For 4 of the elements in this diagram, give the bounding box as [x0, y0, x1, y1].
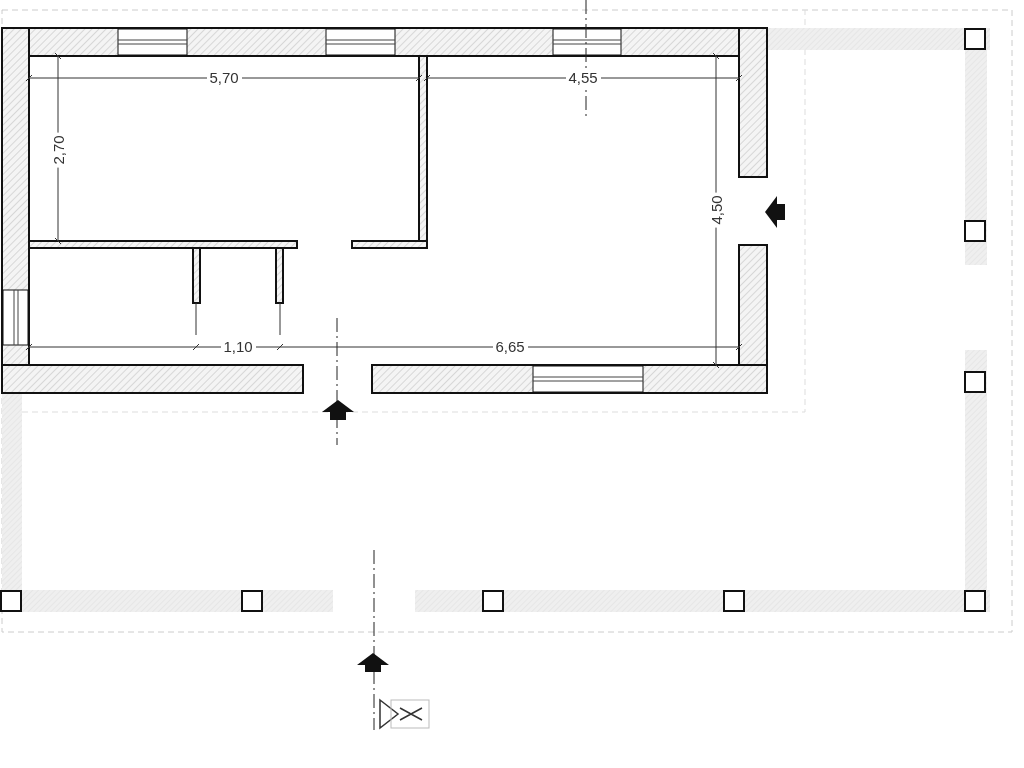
dimension-label: 6,65 [492, 339, 528, 355]
dimension-label: 4,55 [565, 70, 601, 86]
dimension-label: 5,70 [206, 70, 242, 86]
dimension-label: 1,10 [220, 339, 256, 355]
